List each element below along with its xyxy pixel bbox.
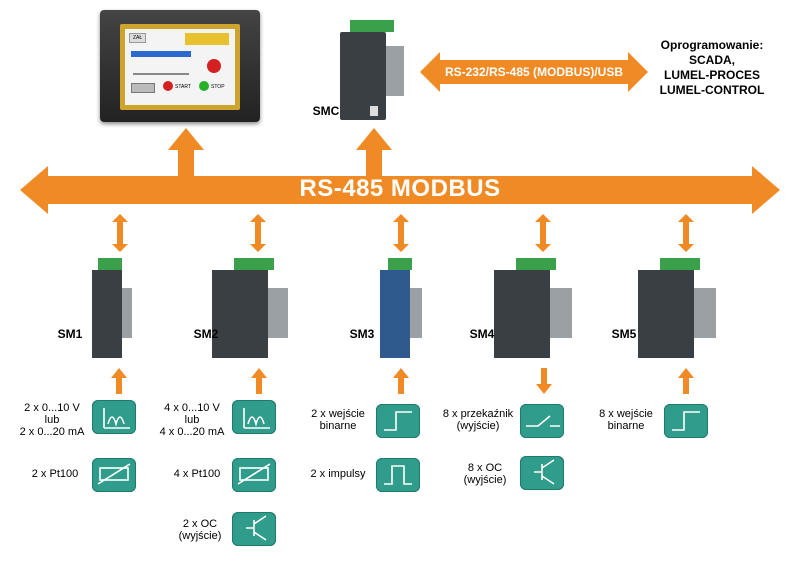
module-device [212, 258, 292, 358]
sm4-io1-label: 8 x przekaźnik (wyjście) [436, 408, 520, 432]
hmi-panel: ZAŁ START STOP [100, 10, 260, 122]
hmi-label: STOP [211, 84, 225, 90]
sm1-io1-label: 2 x 0...10 V lub 2 x 0...20 mA [12, 402, 92, 438]
module-label-sm1: SM1 [57, 327, 83, 341]
io-label-line: lub [184, 414, 200, 426]
io-label-line: (wyjście) [456, 420, 500, 432]
binary-input-icon [664, 404, 708, 438]
hmi-up-arrow [168, 128, 204, 176]
rs485-bus-arrow [20, 166, 780, 214]
module-label-sm5: SM5 [611, 327, 637, 341]
io-label-line: lub [44, 414, 60, 426]
sm3-io1-label: 2 x wejście binarne [302, 408, 374, 432]
smc-label: SMC [312, 104, 340, 118]
module-device [494, 258, 578, 358]
binary-input-icon [376, 404, 420, 438]
hmi-screen: ZAŁ START STOP [120, 24, 240, 110]
software-block: Oprogramowanie: SCADA, LUMEL-PROCES LUME… [652, 38, 772, 98]
pulse-input-icon [376, 458, 420, 492]
io-label-line: 2 x wejście [311, 408, 365, 420]
io-label-line: binarne [607, 420, 645, 432]
io-label-line: 2 x 0...10 V [24, 402, 80, 414]
sm4-io2-label: 8 x OC (wyjście) [450, 462, 520, 486]
sm3-io2-label: 2 x impulsy [310, 468, 366, 480]
io-label-line: 4 x 0...20 mA [159, 426, 225, 438]
software-item: LUMEL-CONTROL [659, 83, 765, 97]
module-bus-arrows [112, 214, 694, 252]
io-label-line: (wyjście) [178, 530, 222, 542]
relay-output-icon [520, 404, 564, 438]
software-title: Oprogramowanie: [660, 38, 764, 52]
io-label-line: 8 x przekaźnik [442, 408, 514, 420]
bus-label: RS-485 MODBUS [299, 175, 501, 202]
io-label-line: binarne [319, 420, 357, 432]
sm5-io1-label: 8 x wejście binarne [590, 408, 662, 432]
smc-device [340, 20, 404, 120]
io-label-line: 4 x 0...10 V [164, 402, 220, 414]
rs232-link-arrow [420, 52, 648, 92]
io-label-line: (wyjście) [463, 474, 507, 486]
module-label-sm2: SM2 [193, 327, 219, 341]
io-label-line: 8 x wejście [599, 408, 653, 420]
software-item: LUMEL-PROCES [664, 68, 760, 82]
io-label-line: 2 x OC [182, 518, 218, 530]
sm1-io2-label: 2 x Pt100 [31, 468, 79, 480]
module-label-sm3: SM3 [349, 327, 375, 341]
sm2-io1-label: 4 x 0...10 V lub 4 x 0...20 mA [152, 402, 232, 438]
module-device [380, 258, 424, 358]
sm2-io3-label: 2 x OC (wyjście) [170, 518, 230, 542]
io-label-line: 2 x 0...20 mA [19, 426, 85, 438]
module-device [638, 258, 722, 358]
software-item: SCADA, [688, 53, 735, 67]
rs-link-label: RS-232/RS-485 (MODBUS)/USB [444, 65, 624, 79]
hmi-label: START [175, 84, 191, 90]
module-label-sm4: SM4 [469, 327, 495, 341]
io-arrows [111, 368, 694, 394]
io-label-line: 8 x OC [467, 462, 503, 474]
hmi-label: ZAŁ [129, 33, 147, 43]
sm2-io2-label: 4 x Pt100 [173, 468, 221, 480]
module-device [92, 258, 132, 358]
smc-up-arrow [356, 128, 392, 176]
